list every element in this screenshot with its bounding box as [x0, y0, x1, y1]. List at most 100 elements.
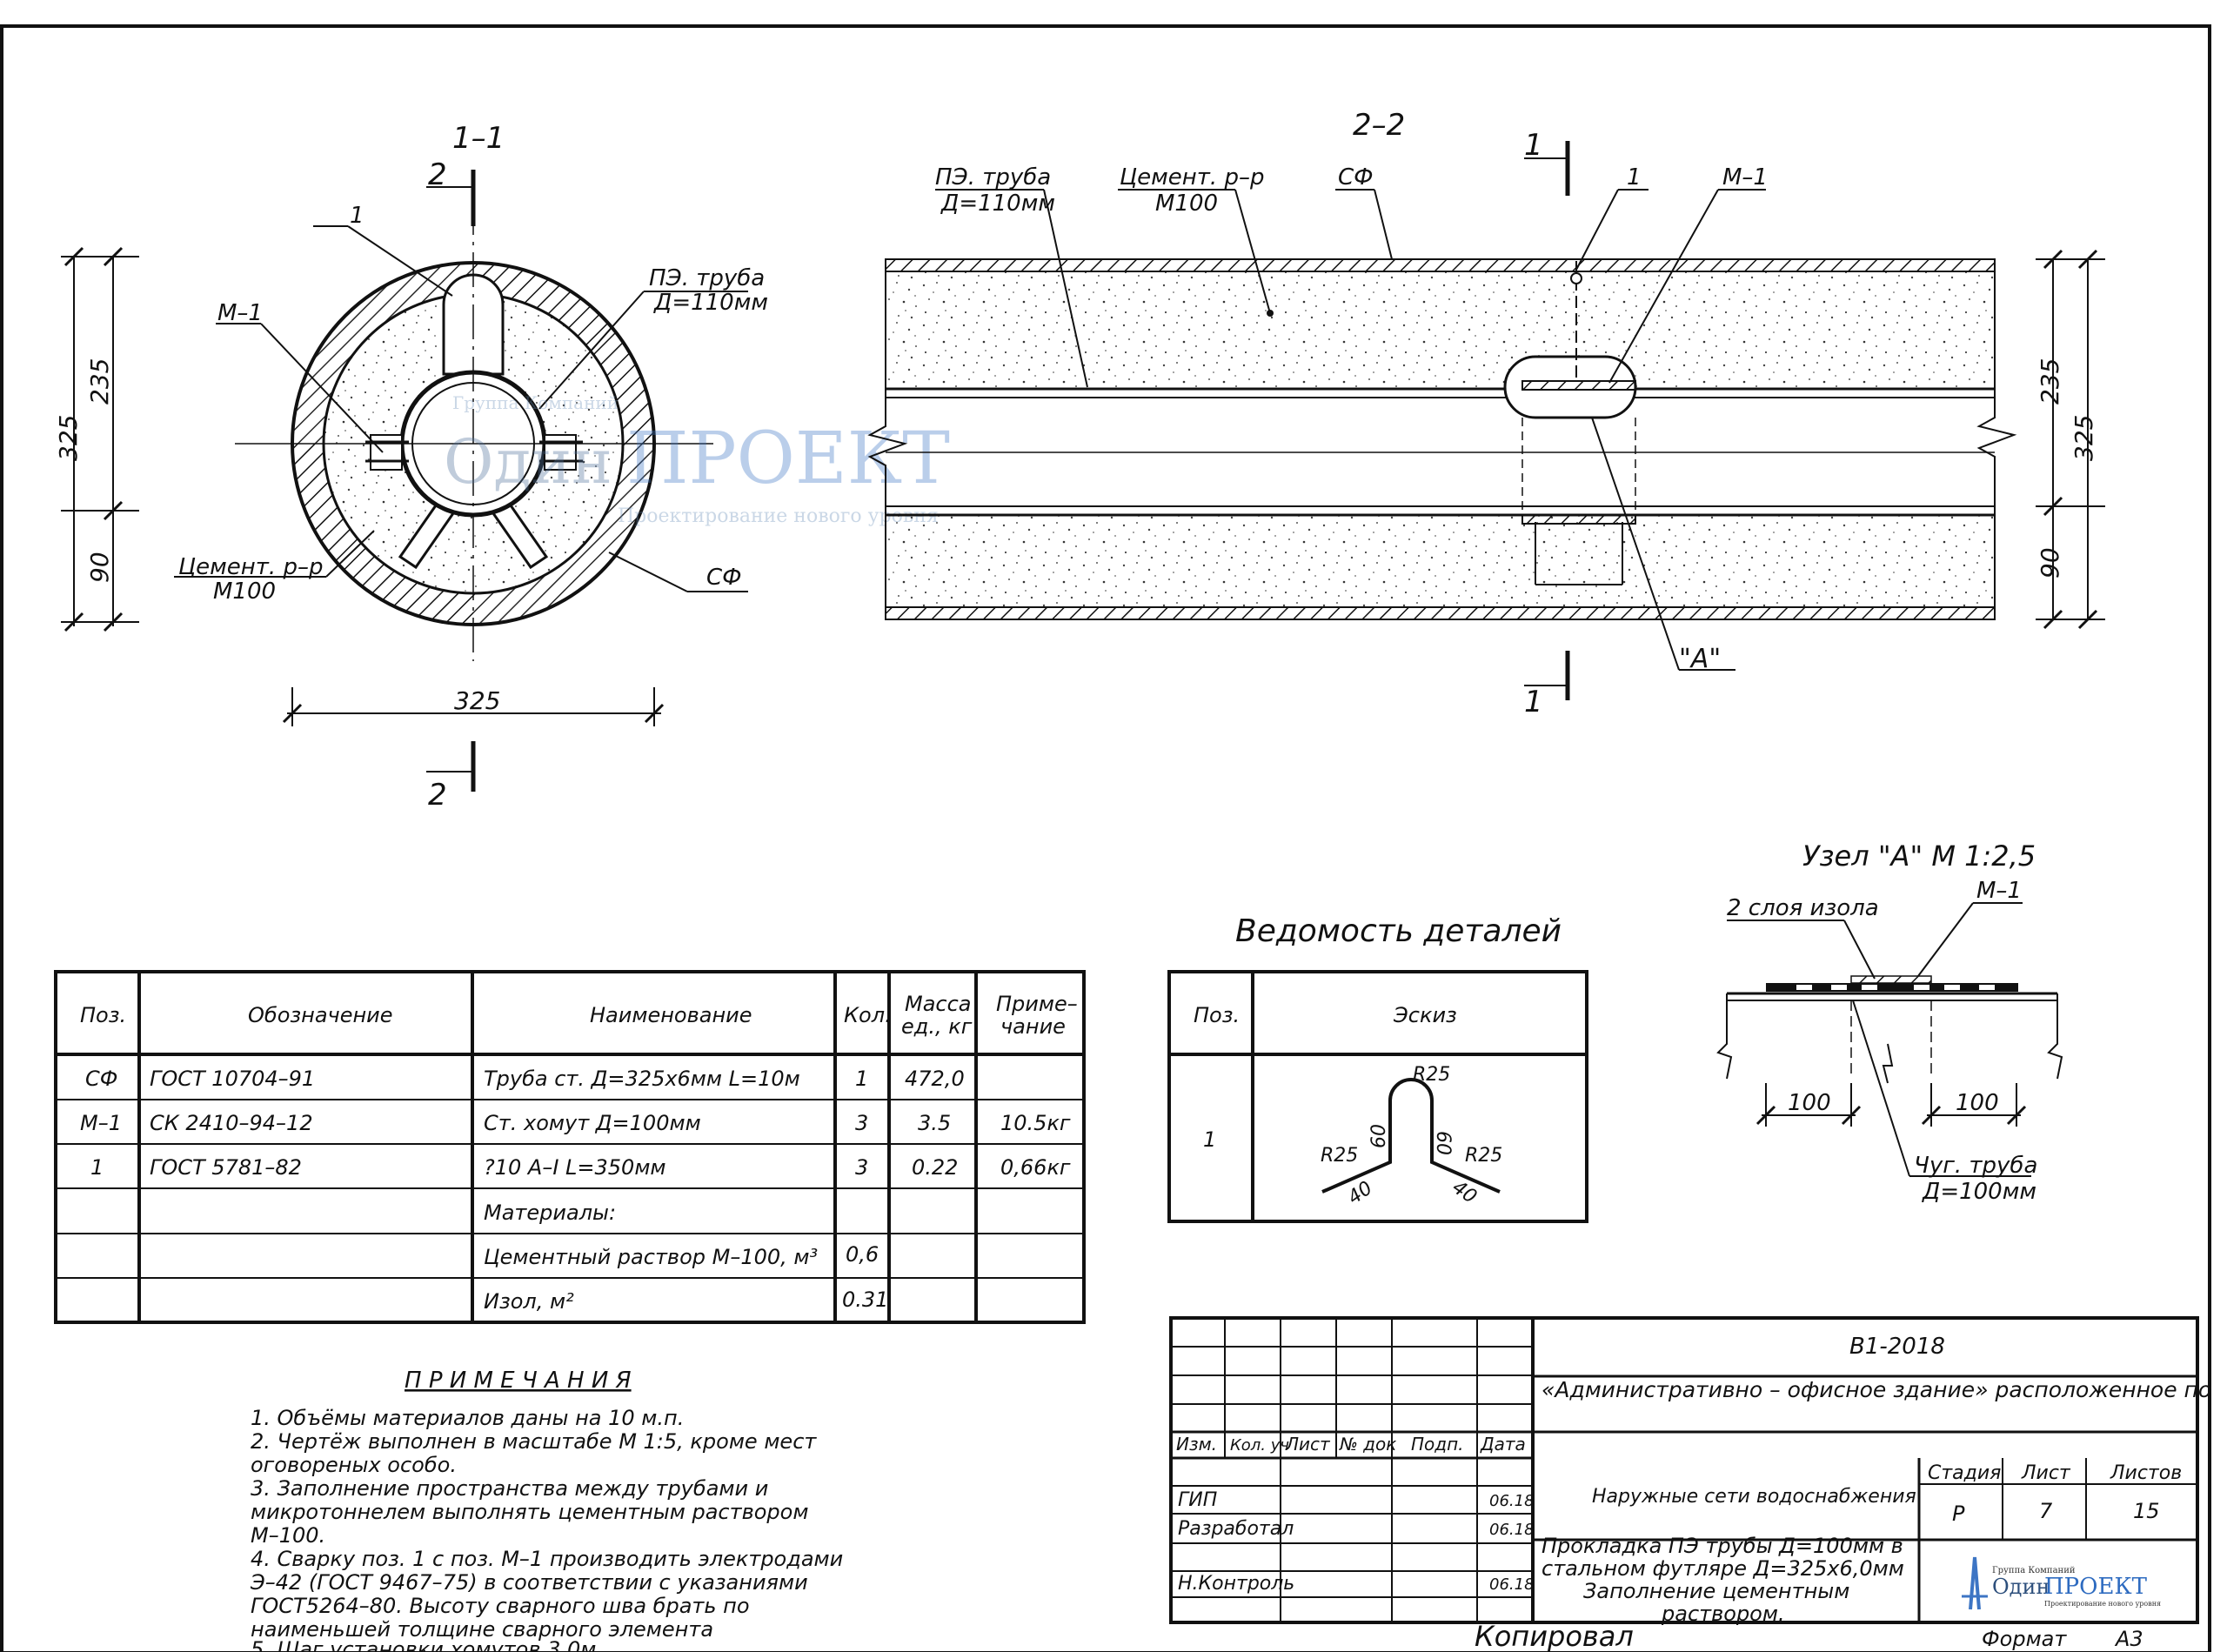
spec-header-designation: Обозначение — [248, 1003, 393, 1027]
svg-text:?10 А–I L=350мм: ?10 А–I L=350мм — [484, 1155, 666, 1180]
svg-text:0.22: 0.22 — [912, 1155, 958, 1180]
svg-text:325: 325 — [54, 415, 83, 461]
svg-text:«Административно – офисное зда: «Административно – офисное здание» распо… — [1542, 1377, 2211, 1402]
svg-text:чание: чание — [1000, 1014, 1066, 1039]
svg-text:1: 1 — [1524, 685, 1543, 719]
svg-text:0,6: 0,6 — [846, 1242, 879, 1267]
svg-text:06.18: 06.18 — [1489, 1521, 1535, 1539]
svg-text:Н.Контроль: Н.Контроль — [1178, 1573, 1294, 1595]
svg-text:Группа Компаний: Группа Компаний — [1992, 1566, 2076, 1575]
svg-text:2 слоя изола: 2 слоя изола — [1727, 895, 1879, 921]
svg-text:Цемент. р–р: Цемент. р–р — [178, 554, 323, 580]
svg-text:Цементный раствор М–100, м³: Цементный раствор М–100, м³ — [484, 1245, 818, 1269]
svg-text:наименьшей толщине сварного эл: наименьшей толщине сварного элемента — [251, 1617, 713, 1642]
watermark: Группа Компаний Один ПРОЕКТ Проектирован… — [444, 392, 950, 527]
svg-text:Д=110мм: Д=110мм — [653, 290, 768, 316]
svg-text:1: 1 — [90, 1155, 104, 1180]
svg-text:3. Заполнение пространства меж: 3. Заполнение пространства между трубами… — [251, 1476, 768, 1501]
svg-text:Узел "А" М 1:2,5: Узел "А" М 1:2,5 — [1802, 839, 2036, 873]
svg-text:ГОСТ5264–80. Высоту сварного ш: ГОСТ5264–80. Высоту сварного шва брать п… — [251, 1594, 750, 1618]
svg-text:100: 100 — [1788, 1090, 1831, 1116]
svg-text:R25: R25 — [1465, 1145, 1502, 1167]
svg-text:Р: Р — [1952, 1502, 1965, 1526]
svg-text:10.5кг: 10.5кг — [1000, 1111, 1071, 1135]
section-1-1-title: 1–1 — [452, 121, 505, 156]
svg-text:Д=100мм: Д=100мм — [1922, 1179, 2036, 1205]
svg-text:Цемент. р–р: Цемент. р–р — [1120, 164, 1264, 191]
svg-text:2: 2 — [428, 157, 447, 192]
svg-text:1: 1 — [1203, 1127, 1216, 1152]
spec-header-pos: Поз. — [80, 1003, 126, 1027]
svg-text:0.31: 0.31 — [842, 1287, 888, 1312]
spec-header-qty: Кол. — [844, 1003, 892, 1027]
svg-text:Один: Один — [1992, 1575, 2050, 1599]
svg-text:3.5: 3.5 — [918, 1111, 951, 1135]
svg-text:Заполнение цементным: Заполнение цементным — [1583, 1579, 1849, 1603]
svg-text:ПРОЕКТ: ПРОЕКТ — [2044, 1574, 2148, 1600]
svg-text:235: 235 — [2036, 358, 2064, 405]
svg-text:СФ: СФ — [1338, 164, 1374, 191]
svg-text:Дата: Дата — [1480, 1434, 1526, 1455]
svg-text:ПЭ. труба: ПЭ. труба — [935, 164, 1051, 191]
spec-table: Поз. Обозначение Наименование Кол. Масса… — [54, 970, 1086, 1324]
svg-text:М–100.: М–100. — [251, 1523, 325, 1548]
svg-text:100: 100 — [1956, 1090, 1999, 1116]
svg-text:А3: А3 — [2114, 1627, 2143, 1651]
svg-text:Труба ст. Д=325х6мм L=10м: Труба ст. Д=325х6мм L=10м — [484, 1067, 800, 1091]
svg-text:М–1: М–1 — [1722, 164, 1768, 191]
svg-text:Разработал: Разработал — [1178, 1518, 1294, 1540]
svg-text:Копировал: Копировал — [1475, 1620, 1634, 1652]
svg-text:0,66кг: 0,66кг — [1000, 1155, 1071, 1180]
svg-text:90: 90 — [2036, 547, 2064, 579]
svg-text:Ведомость деталей: Ведомость деталей — [1235, 913, 1562, 949]
svg-text:325: 325 — [454, 686, 500, 715]
svg-text:ГОСТ 10704–91: ГОСТ 10704–91 — [150, 1067, 315, 1091]
notes: П Р И М Е Ч А Н И Я 1. Объёмы материалов… — [250, 1368, 843, 1652]
svg-text:ед., кг: ед., кг — [901, 1014, 973, 1039]
svg-text:М100: М100 — [213, 579, 276, 605]
svg-text:2. Чертёж выполнен в масштабе: 2. Чертёж выполнен в масштабе М 1:5, кро… — [251, 1429, 817, 1454]
svg-text:1: 1 — [1627, 164, 1642, 191]
svg-text:R25: R25 — [1321, 1145, 1358, 1167]
title-block: В1-2018 «Административно – офисное здани… — [1169, 1316, 2211, 1652]
svg-text:06.18: 06.18 — [1489, 1492, 1535, 1510]
svg-text:Один: Один — [444, 426, 612, 498]
svg-text:Прокладка ПЭ трубы Д=100мм в: Прокладка ПЭ трубы Д=100мм в — [1542, 1534, 1903, 1558]
svg-text:М–1: М–1 — [80, 1111, 122, 1135]
svg-text:06.18: 06.18 — [1489, 1575, 1535, 1594]
svg-text:М–1: М–1 — [1976, 878, 2022, 904]
svg-text:Листов: Листов — [2110, 1462, 2182, 1484]
svg-text:М–1: М–1 — [217, 300, 263, 326]
svg-text:15: 15 — [2133, 1499, 2160, 1523]
svg-text:ПЭ. труба: ПЭ. труба — [649, 265, 765, 291]
svg-text:5. Шаг установки хомутов 3,0м: 5. Шаг установки хомутов 3,0м — [251, 1637, 596, 1652]
section-1-1: 1–1 2 2 1 М–1 — [54, 121, 768, 813]
svg-text:Материалы:: Материалы: — [484, 1201, 616, 1225]
svg-text:Э–42 (ГОСТ 9467–75) в соответс: Э–42 (ГОСТ 9467–75) в соответствии с ука… — [250, 1570, 808, 1595]
svg-text:2: 2 — [428, 778, 447, 813]
svg-text:325: 325 — [2070, 415, 2098, 461]
svg-text:Поз.: Поз. — [1194, 1003, 1240, 1027]
svg-text:235: 235 — [85, 358, 114, 405]
svg-text:Подп.: Подп. — [1411, 1434, 1464, 1455]
svg-text:"А": "А" — [1679, 644, 1721, 674]
svg-text:Проектирование нового уровня: Проектирование нового уровня — [2044, 1600, 2161, 1608]
svg-text:4. Сварку поз. 1 с поз. М–1 пр: 4. Сварку поз. 1 с поз. М–1 производить … — [251, 1547, 843, 1571]
svg-text:1: 1 — [350, 203, 364, 229]
svg-text:472,0: 472,0 — [905, 1067, 965, 1091]
svg-text:60: 60 — [1368, 1124, 1390, 1148]
node-a: Узел "А" М 1:2,5 100 100 2 слоя изола М–… — [1716, 839, 2063, 1205]
svg-text:Масса: Масса — [905, 992, 972, 1016]
svg-text:ГИП: ГИП — [1178, 1489, 1217, 1511]
spec-header-name: Наименование — [590, 1003, 752, 1027]
section-2-2: 2–2 1 1 ПЭ. труба Д=110мм — [867, 108, 2105, 719]
svg-text:Ст. хомут Д=100мм: Ст. хомут Д=100мм — [484, 1111, 701, 1135]
svg-text:1: 1 — [1524, 128, 1543, 163]
svg-text:СК 2410–94–12: СК 2410–94–12 — [150, 1111, 313, 1135]
svg-text:Лист: Лист — [1285, 1434, 1331, 1455]
details-table: Ведомость деталей Поз. Эскиз 1 R25 R25 R… — [1167, 913, 1588, 1223]
svg-text:Эскиз: Эскиз — [1393, 1003, 1457, 1027]
svg-text:Наружные сети водоснабжения: Наружные сети водоснабжения — [1592, 1486, 1916, 1508]
svg-text:микротоннелем выполнять цемент: микротоннелем выполнять цементным раство… — [251, 1500, 808, 1524]
svg-text:Лист: Лист — [2021, 1462, 2071, 1484]
